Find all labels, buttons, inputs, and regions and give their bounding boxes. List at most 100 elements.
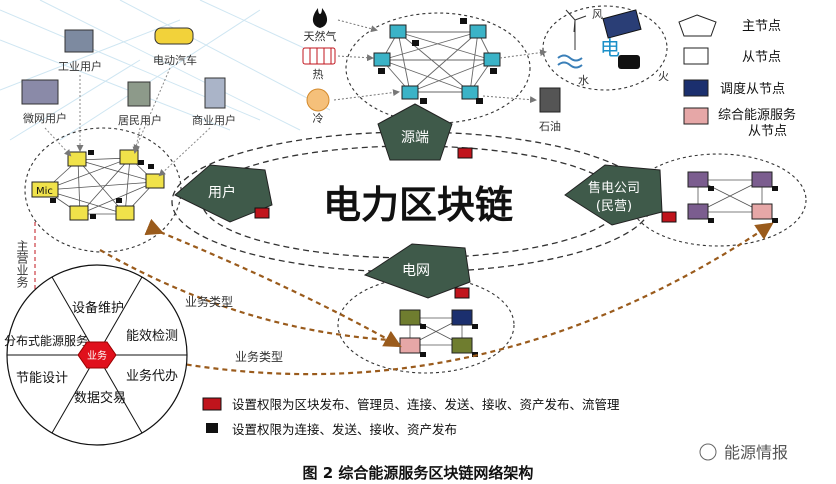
mic-node: [31, 181, 59, 198]
background-map-lines: [0, 0, 331, 141]
heater-icon: [302, 47, 336, 65]
commercial-label: 商业用户: [192, 113, 236, 127]
sector-design: 节能设计: [16, 371, 68, 386]
sector-distributed: 分布式能源服务: [4, 333, 88, 348]
ev-car-icon: [154, 27, 194, 45]
node-teal: [373, 52, 391, 67]
watermark-text: 能源情报: [724, 443, 788, 462]
wind-turbine-icon: [565, 9, 587, 50]
hub-source: 源端: [377, 103, 473, 161]
water-label: 水: [578, 74, 589, 87]
node-yellow: [115, 205, 135, 221]
lock-icon: [420, 324, 478, 357]
lock-icon: [50, 150, 154, 219]
commercial-building-icon: [204, 77, 226, 109]
residential-label: 居民用户: [118, 113, 162, 127]
electric-label: 电: [600, 36, 620, 60]
hub-user: 用户: [174, 164, 273, 223]
permission-legend: 设置权限为区块发布、管理员、连接、发送、接收、资产发布、流管理 设置权限为连接、…: [202, 397, 620, 437]
microgrid-house-icon: [21, 79, 59, 105]
business-center-label: 业务: [87, 349, 107, 362]
node-service: [399, 337, 421, 354]
red-lock-icon: [661, 211, 677, 223]
legend-service-node-2: 从节点: [748, 124, 787, 139]
hub-retail-label-2: (民营): [596, 199, 632, 214]
red-lock-icon: [454, 287, 470, 299]
node-teal: [483, 52, 501, 67]
cold-label: 冷: [313, 112, 324, 125]
industrial-label: 工业用户: [58, 59, 102, 73]
fire-label: 火: [658, 70, 669, 83]
oil-label: 石油: [539, 119, 561, 133]
business-type-label-2: 业务类型: [235, 349, 283, 364]
business-center-hexagon: [77, 341, 117, 369]
node-yellow: [67, 151, 87, 167]
hub-grid: 电网: [363, 243, 471, 299]
legend-slave-node: 从节点: [742, 50, 781, 65]
hub-grid-label: 电网: [402, 263, 430, 279]
legend-main-node-icon: [678, 14, 717, 37]
mic-node-label: Mic: [36, 186, 53, 197]
red-lock-icon: [202, 397, 222, 411]
watermark: 能源情报: [699, 443, 788, 462]
legend-dispatch-node: 调度从节点: [720, 81, 785, 97]
hub-retail-label-1: 售电公司: [588, 180, 640, 196]
source-icons: 天然气 热 冷 石油: [302, 8, 561, 133]
sector-equipment: 设备维护: [72, 300, 124, 316]
node-yellow: [119, 149, 139, 165]
grid-cluster: [399, 309, 478, 357]
main-business-label: 主营业务: [15, 240, 29, 288]
renewable-ellipse: [542, 5, 668, 91]
legend-main-node: 主节点: [742, 19, 781, 34]
sector-agency: 业务代办: [126, 368, 178, 384]
business-flow-arrows: [99, 218, 774, 376]
renewable-icons: 风 电 水 火: [557, 8, 669, 87]
node-purple: [751, 171, 773, 188]
hub-retail: 售电公司 (民营): [564, 164, 677, 226]
node-purple: [751, 203, 773, 220]
oil-barrel-icon: [539, 87, 561, 113]
legend-service-node-icon: [683, 107, 709, 125]
node-yellow: [69, 205, 89, 221]
node-olive: [399, 309, 421, 326]
node-teal: [469, 24, 487, 39]
red-lock-icon: [254, 207, 270, 219]
sector-efficiency: 能效检测: [126, 329, 178, 344]
black-lock-permission: 设置权限为连接、发送、接收、资产发布: [232, 422, 457, 437]
water-wave-icon: [557, 54, 583, 69]
node-purple: [687, 171, 709, 188]
node-dispatch: [451, 309, 473, 326]
heat-label: 热: [313, 68, 324, 81]
solar-panel-icon: [602, 9, 642, 39]
lock-icon: [378, 18, 497, 104]
node-olive: [451, 337, 473, 354]
legend-dispatch-node-icon: [683, 79, 709, 97]
red-lock-permission: 设置权限为区块发布、管理员、连接、发送、接收、资产发布、流管理: [232, 397, 620, 412]
legend: 主节点 从节点 调度从节点 综合能源服务 从节点: [678, 14, 796, 139]
node-teal: [461, 85, 479, 100]
legend-service-node-1: 综合能源服务: [718, 107, 796, 123]
ev-label: 电动汽车: [153, 53, 197, 67]
black-lock-icon: [206, 423, 218, 433]
figure-caption: 图 2 综合能源服务区块链网络架构: [303, 464, 534, 482]
business-wheel: 设备维护 能效检测 业务代办 数据交易 节能设计 分布式能源服务 业务: [4, 264, 188, 446]
wind-label: 风: [592, 8, 603, 21]
retail-cluster: [687, 171, 778, 223]
node-purple: [687, 203, 709, 220]
microgrid-label: 微网用户: [23, 111, 67, 125]
business-type-label-1: 业务类型: [185, 294, 233, 309]
user-mesh: [44, 157, 156, 215]
retail-cluster-ellipse: [629, 153, 807, 247]
node-teal: [401, 85, 419, 100]
cold-fan-icon: [306, 88, 330, 112]
hub-user-label: 用户: [208, 184, 236, 201]
node-yellow: [145, 173, 165, 189]
source-cluster: [373, 18, 501, 104]
gas-flame-icon: [312, 8, 328, 28]
diagram-title: 电力区块链: [323, 183, 513, 227]
factory-icon: [64, 29, 94, 53]
node-teal: [389, 24, 407, 39]
gas-label: 天然气: [304, 29, 337, 43]
legend-slave-node-icon: [683, 47, 709, 65]
